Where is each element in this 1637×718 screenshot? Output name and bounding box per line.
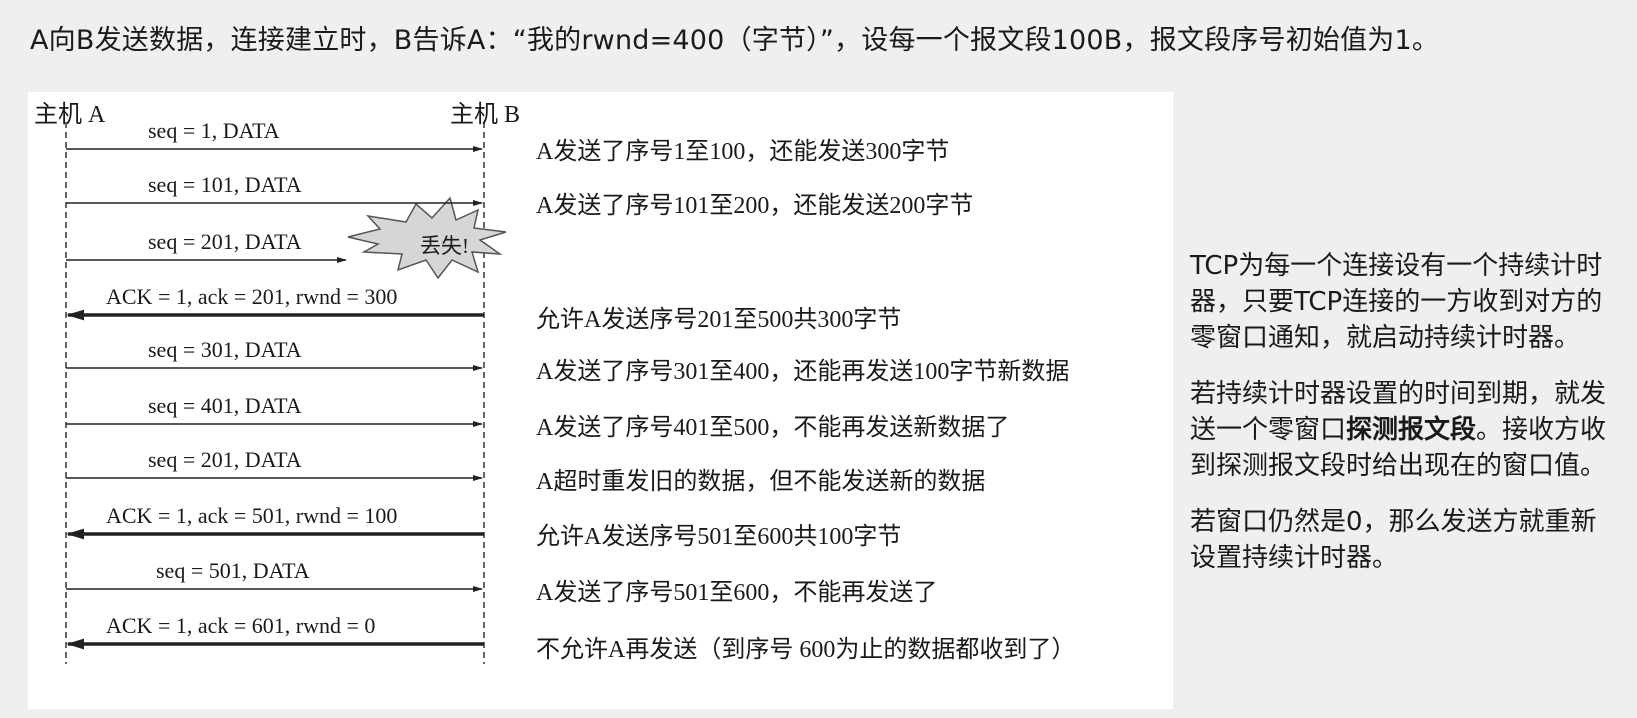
message-description: A发送了序号301至400，还能再发送100字节新数据 (536, 359, 1070, 385)
message-description: A超时重发旧的数据，但不能发送新的数据 (536, 469, 986, 495)
message-label: seq = 401, DATA (148, 393, 302, 418)
message-label: seq = 101, DATA (148, 172, 302, 197)
message-label: ACK = 1, ack = 201, rwnd = 300 (106, 284, 398, 309)
notes-panel: TCP为每一个连接设有一个持续计时器，只要TCP连接的一方收到对方的零窗口通知，… (1190, 248, 1620, 596)
message-description: 允许A发送序号201至500共300字节 (536, 307, 902, 333)
sequence-diagram-svg (65, 122, 507, 664)
message-description: 不允许A再发送（到序号 600为止的数据都收到了） (536, 637, 1076, 663)
lost-burst-shape (347, 196, 507, 280)
note-probe-text: 若持续计时器设置的时间到期，就发送一个零窗口 (1190, 379, 1607, 445)
message-label: ACK = 1, ack = 601, rwnd = 0 (106, 613, 376, 638)
page-title: A向B发送数据，连接建立时，B告诉A：“我的rwnd=400（字节）”，设每一个… (30, 25, 1440, 56)
message-label: seq = 1, DATA (148, 118, 280, 143)
message-description: A发送了序号1至100，还能发送300字节 (536, 139, 950, 165)
message-label: seq = 201, DATA (148, 447, 302, 472)
host-a-label: 主机 A (34, 102, 106, 128)
host-b-label: 主机 B (450, 102, 521, 128)
message-label: ACK = 1, ack = 501, rwnd = 100 (106, 503, 398, 528)
sequence-diagram: 主机 A 主机 B 丢失! seq = 1, DATA A发送了序号1至100，还… (28, 92, 1173, 709)
note-probe-text-after: 。接收方收到探测报文段时给出现在的窗口值。 (1190, 415, 1607, 481)
message-description: A发送了序号501至600，不能再发送了 (536, 580, 938, 606)
message-description: A发送了序号401至500，不能再发送新数据了 (536, 415, 1010, 441)
note-probe-bold: 探测报文段 (1346, 415, 1477, 445)
message-label: seq = 501, DATA (156, 558, 310, 583)
message-label: seq = 301, DATA (148, 337, 302, 362)
note-reset-timer: 若窗口仍然是0，那么发送方就重新设置持续计时器。 (1190, 507, 1597, 573)
note-probe-segment: 若持续计时器设置的时间到期，就发送一个零窗口探测报文段。接收方收到探测报文段时给… (1190, 376, 1620, 484)
note-persistence-timer: TCP为每一个连接设有一个持续计时器，只要TCP连接的一方收到对方的零窗口通知，… (1190, 251, 1603, 353)
message-description: A发送了序号101至200，还能发送200字节 (536, 193, 974, 219)
message-description: 允许A发送序号501至600共100字节 (536, 524, 902, 550)
lost-label: 丢失! (420, 234, 469, 258)
message-label: seq = 201, DATA (148, 229, 302, 254)
